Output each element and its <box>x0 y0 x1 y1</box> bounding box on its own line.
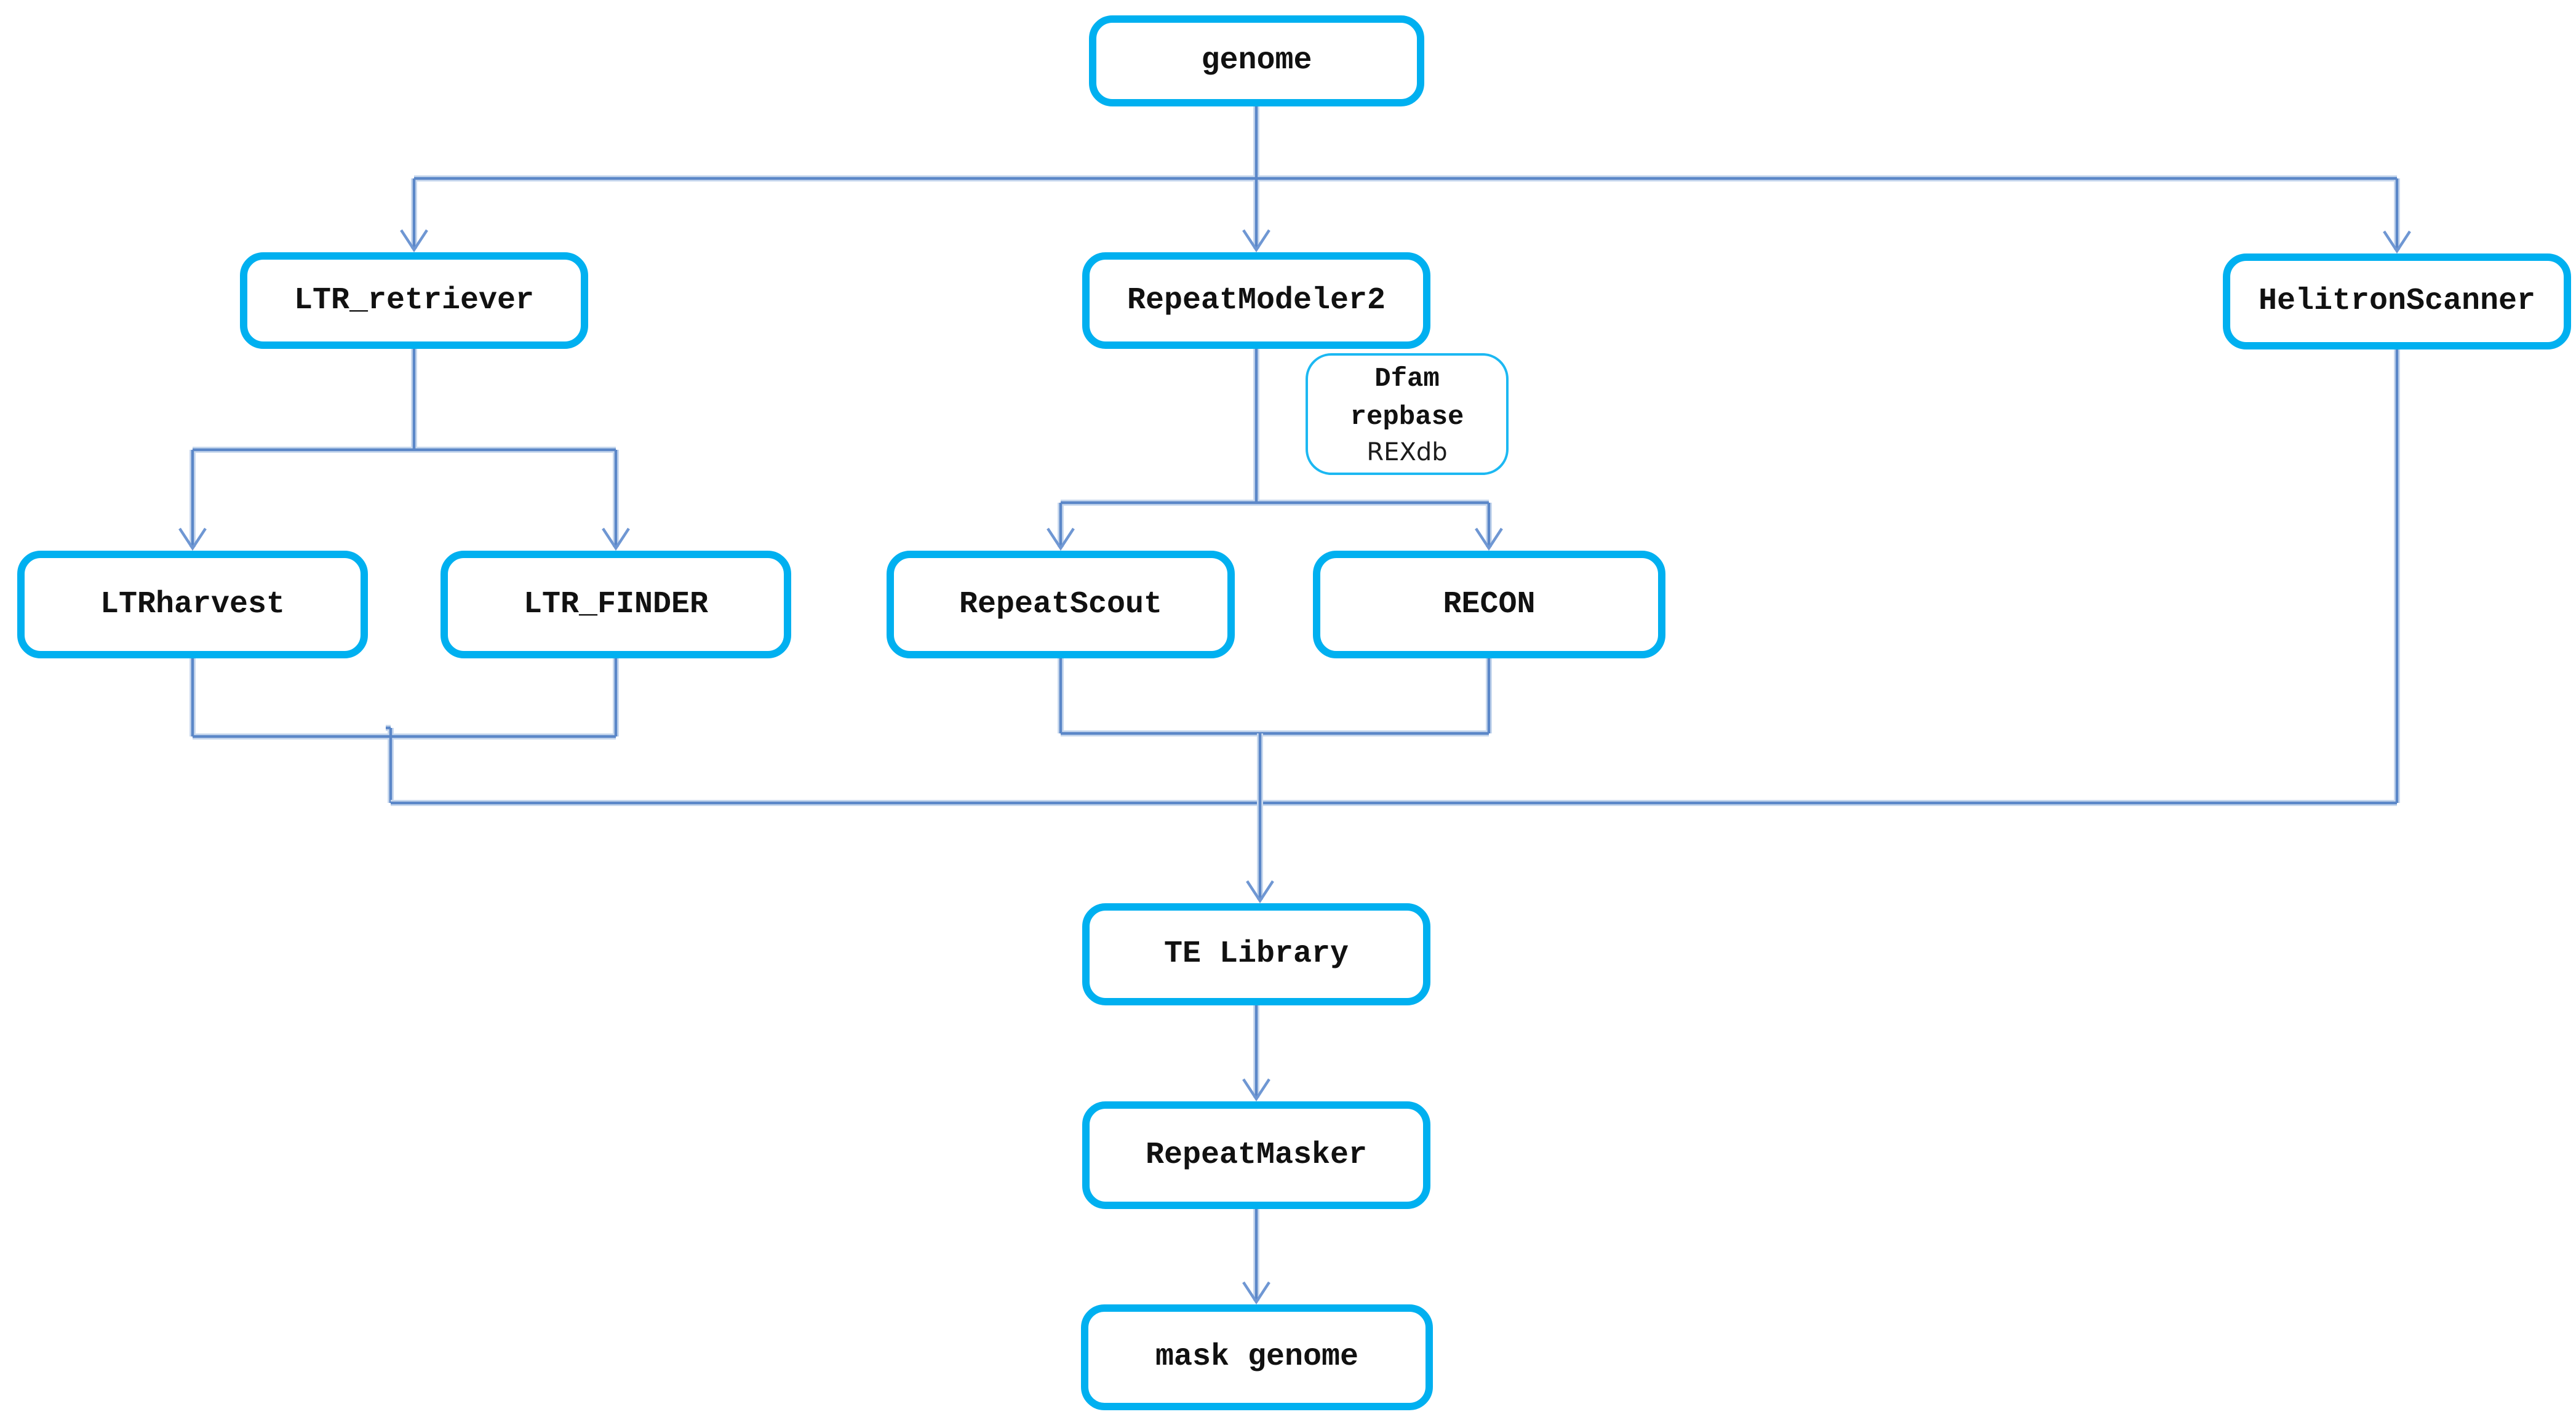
arrowhead-repeatscout <box>1047 527 1075 551</box>
node-ltr-retriever: LTR_retriever <box>240 252 588 349</box>
edge-ltr-retriever-split <box>178 349 630 551</box>
arrowhead-repeatmasker <box>1242 1078 1270 1102</box>
node-helitronscanner-label: HelitronScanner <box>2258 284 2536 319</box>
node-repeatscout: RepeatScout <box>887 551 1235 658</box>
edge-genome-to-tools <box>400 106 2411 254</box>
node-repeatmasker-label: RepeatMasker <box>1145 1137 1368 1173</box>
node-ltrharvest-label: LTRharvest <box>100 586 285 622</box>
node-ltr-retriever-label: LTR_retriever <box>293 282 535 318</box>
node-helitronscanner: HelitronScanner <box>2223 253 2571 349</box>
node-ltrharvest: LTRharvest <box>17 551 368 658</box>
edge-to-te-library <box>1246 733 1274 904</box>
database-dfam-label: Dfam <box>1374 364 1440 394</box>
edge-ltr-join <box>189 658 619 803</box>
node-mask-genome: mask genome <box>1081 1304 1433 1410</box>
arrowhead-ltr-finder <box>602 527 630 551</box>
node-ltr-finder: LTR_FINDER <box>441 551 791 658</box>
database-rexdb-label: REXdb <box>1366 438 1448 466</box>
node-genome: genome <box>1089 15 1424 106</box>
edge-collector <box>391 349 2400 806</box>
arrowhead-helitronscanner <box>2383 230 2411 254</box>
node-mask-genome-label: mask genome <box>1155 1339 1359 1375</box>
node-repeatmasker: RepeatMasker <box>1082 1101 1430 1209</box>
node-database-box: Dfam repbase REXdb <box>1306 353 1509 475</box>
node-ltr-finder-label: LTR_FINDER <box>523 586 709 622</box>
node-repeatmodeler2: RepeatModeler2 <box>1082 252 1430 349</box>
edge-repeatscout-recon-join <box>1058 658 1492 736</box>
edge-repeatmodeler2-split <box>1047 349 1503 551</box>
node-genome-label: genome <box>1201 43 1312 78</box>
node-recon-label: RECON <box>1443 586 1536 622</box>
edge-te-library-to-repeatmasker <box>1242 1005 1270 1102</box>
edge-repeatmasker-to-mask-genome <box>1242 1209 1270 1305</box>
arrowhead-ltrharvest <box>178 527 207 551</box>
node-te-library-label: TE Library <box>1163 936 1349 972</box>
arrowhead-te-library <box>1246 880 1274 904</box>
node-recon: RECON <box>1313 551 1665 658</box>
arrowhead-repeatmodeler2 <box>1242 229 1270 253</box>
arrowhead-ltr-retriever <box>400 229 428 253</box>
arrowhead-mask-genome <box>1242 1281 1270 1305</box>
database-repbase-label: repbase <box>1350 402 1464 433</box>
node-te-library: TE Library <box>1082 903 1430 1005</box>
arrowhead-recon <box>1475 527 1503 551</box>
node-repeatscout-label: RepeatScout <box>959 586 1163 622</box>
node-repeatmodeler2-label: RepeatModeler2 <box>1127 282 1386 318</box>
